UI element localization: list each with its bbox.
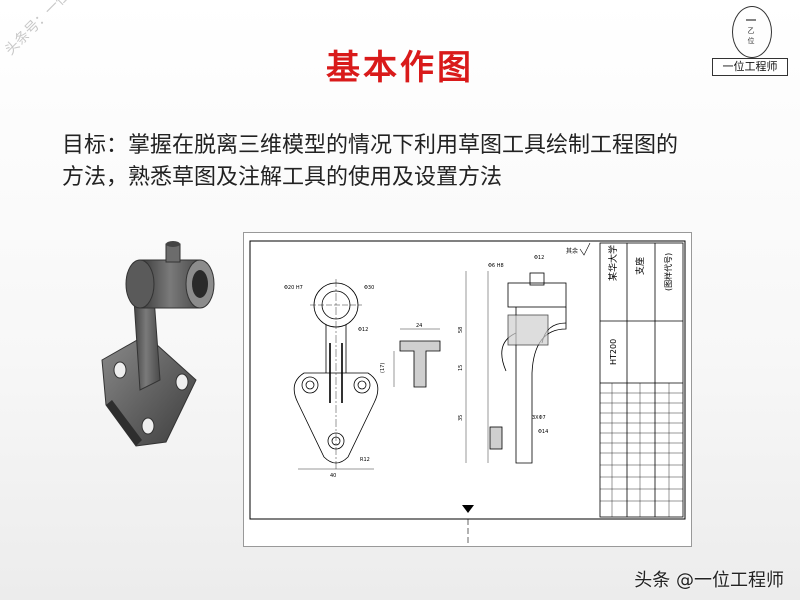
dim-d30: Φ30 [364,285,374,291]
dim-d12b: Φ12 [534,255,544,261]
title-block: 某华大学 支座 (图样代号) HT200 [599,242,684,518]
objective-text: 目标：掌握在脱离三维模型的情况下利用草图工具绘制工程图的方法，熟悉草图及注解工具… [62,133,679,190]
logo-circle [732,6,772,58]
school-label: 某华大学 [607,245,619,281]
dim-d20h7: Φ20 H7 [284,285,303,291]
roughness-note: 其余 [566,247,578,255]
logo-text: 一位工程师 [712,58,788,76]
dim-d7: 3XΦ7 [532,415,546,421]
material-label: HT200 [609,339,618,365]
dim-h35: 35 [458,415,464,421]
dim-w24: 24 [416,323,422,329]
dim-d12: Φ12 [358,327,368,333]
drawing-canvas: 某华大学 支座 (图样代号) HT200 其余 [249,240,686,543]
part-3d-image [101,241,215,447]
dim-h58: 58 [458,327,464,333]
footer-attribution: 头条 @一位工程师 [634,570,784,591]
part-name-label: 支座 [634,257,646,275]
svg-text:乙: 乙 [748,27,755,35]
side-view: Φ6 H8 Φ12 58 15 35 3XΦ7 Φ14 [458,255,567,464]
dim-d6h8: Φ6 H8 [488,263,504,269]
logo: 乙 位 一位工程师 [712,6,788,76]
front-view: Φ20 H7 Φ30 Φ12 40 R12 [284,279,379,479]
dim-h15: 15 [458,365,464,371]
section-view: 24 (17) [380,323,441,388]
dim-r12: R12 [360,457,370,463]
logo-emblem-icon: 乙 位 [746,19,756,45]
dim-h17: (17) [380,363,386,373]
drawing-number-label: (图样代号) [663,253,673,291]
engineering-drawing: 某华大学 支座 (图样代号) HT200 其余 [243,232,692,547]
dim-w40: 40 [330,473,336,479]
slide-title: 基本作图 [326,48,474,88]
dim-d14: Φ14 [538,429,548,435]
svg-text:位: 位 [748,36,755,45]
